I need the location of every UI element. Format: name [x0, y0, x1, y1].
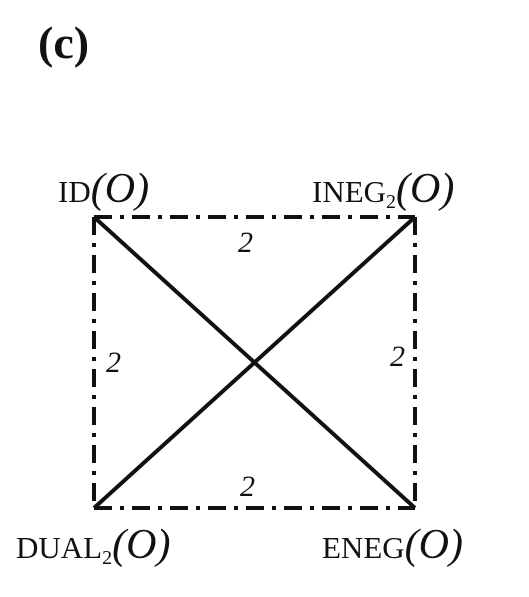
vertex-name: ID [58, 174, 91, 209]
vertex-arg: O [410, 166, 441, 212]
edge-label-left: 2 [106, 346, 121, 379]
vertex-subscript: 2 [386, 191, 397, 213]
vertex-name: INEG [312, 174, 387, 209]
edge-label-right: 2 [390, 340, 405, 373]
panel-label: (c) [38, 17, 90, 68]
edge-label-bottom: 2 [240, 470, 255, 503]
edge-label-top: 2 [238, 226, 253, 259]
vertex-arg: O [126, 522, 157, 568]
vertex-label-bottom-left: DUAL2(O) [16, 522, 171, 569]
vertex-label-top-right: INEG2(O) [312, 166, 455, 213]
vertex-subscript: 2 [102, 547, 113, 569]
vertex-label-top-left: ID(O) [58, 166, 150, 212]
vertex-name: DUAL [16, 530, 103, 565]
vertex-name: ENEG [322, 530, 405, 565]
vertex-arg: O [418, 522, 449, 568]
vertex-label-bottom-right: ENEG(O) [322, 522, 463, 568]
diagonal-dual-ineg [92, 215, 417, 510]
vertex-arg: O [104, 166, 136, 212]
